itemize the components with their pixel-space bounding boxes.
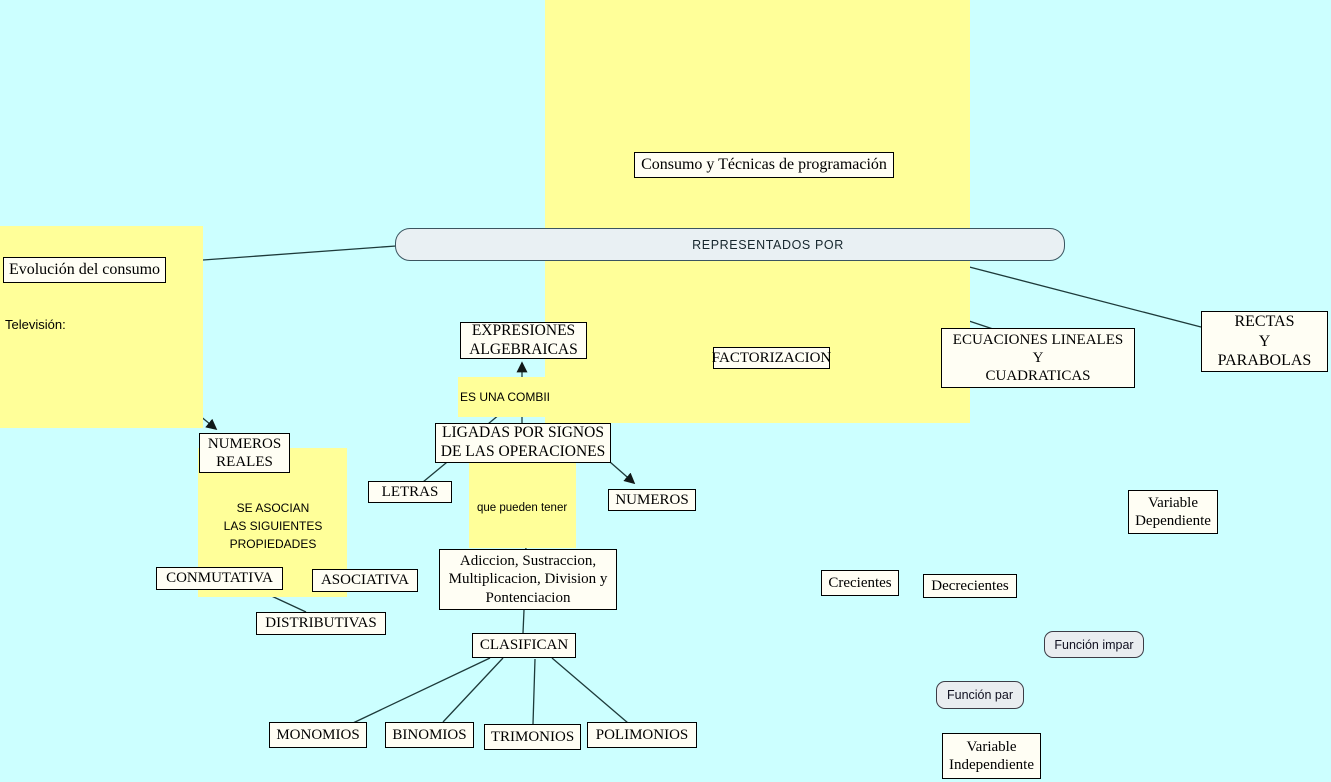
connector-representados-por[interactable]: REPRESENTADOS POR	[395, 228, 1065, 261]
highlight-region-que-pueden	[469, 463, 576, 548]
node-binomios[interactable]: BINOMIOS	[385, 722, 474, 748]
node-funcion-impar[interactable]: Función impar	[1044, 631, 1144, 658]
linking-phrase-se-asocian[interactable]: SE ASOCIAN LAS SIGUIENTES PROPIEDADES	[223, 501, 323, 551]
node-distributivas[interactable]: DISTRIBUTIVAS	[256, 612, 386, 635]
node-rectas-parabolas[interactable]: RECTAS Y PARABOLAS	[1201, 311, 1328, 372]
node-monomios[interactable]: MONOMIOS	[269, 722, 367, 748]
node-variable-dependiente[interactable]: Variable Dependiente	[1128, 490, 1218, 534]
node-adicion-sustraccion[interactable]: Adiccion, Sustraccion, Multiplicacion, D…	[439, 549, 617, 610]
highlight-region-es-una	[458, 377, 558, 417]
node-funcion-par[interactable]: Función par	[936, 681, 1024, 709]
node-numeros[interactable]: NUMEROS	[608, 489, 696, 511]
node-crecientes[interactable]: Crecientes	[821, 570, 899, 596]
node-evolucion-consumo[interactable]: Evolución del consumo	[3, 257, 166, 283]
node-factorizacion[interactable]: FACTORIZACION	[712, 347, 831, 369]
node-numeros-reales[interactable]: NUMEROS REALES	[199, 433, 290, 473]
node-polimonios[interactable]: POLIMONIOS	[587, 722, 697, 748]
node-ligadas-por-signos[interactable]: LIGADAS POR SIGNOS DE LAS OPERACIONES	[435, 423, 611, 463]
connector-label: REPRESENTADOS POR	[692, 237, 844, 252]
node-letras[interactable]: LETRAS	[368, 481, 452, 503]
node-asociativa[interactable]: ASOCIATIVA	[312, 569, 418, 592]
node-expresiones-algebraicas[interactable]: EXPRESIONES ALGEBRAICAS	[460, 322, 587, 359]
node-variable-independiente[interactable]: Variable Independiente	[942, 733, 1041, 779]
linking-phrase-que-pueden-tener[interactable]: que pueden tener	[477, 502, 568, 514]
node-consumo-tecnicas[interactable]: Consumo y Técnicas de programación	[634, 152, 894, 178]
label-television[interactable]: Televisión:	[5, 317, 66, 332]
node-conmutativa[interactable]: CONMUTATIVA	[156, 567, 283, 590]
node-clasifican[interactable]: CLASIFICAN	[472, 633, 576, 658]
node-ecuaciones-lineales-cuadraticas[interactable]: ECUACIONES LINEALES Y CUADRATICAS	[941, 328, 1135, 388]
linking-phrase-es-una-combi[interactable]: ES UNA COMBII	[460, 390, 551, 404]
node-trimonios[interactable]: TRIMONIOS	[484, 724, 581, 750]
node-decrecientes[interactable]: Decrecientes	[923, 574, 1017, 598]
